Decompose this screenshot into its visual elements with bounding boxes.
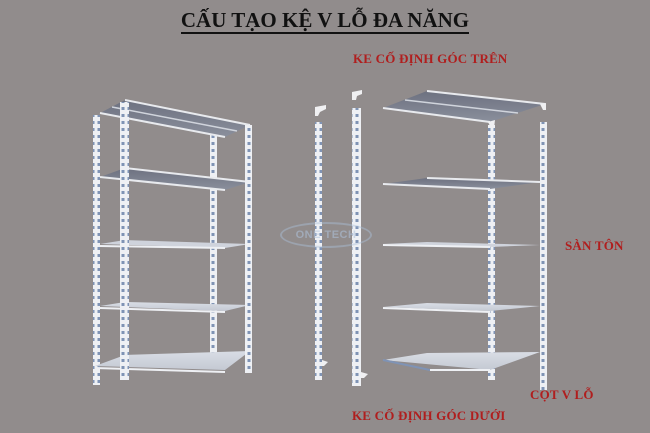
post-v-hole-1-icon xyxy=(315,122,322,380)
exploded-shelf xyxy=(382,90,547,390)
label-top-bracket: KE CỐ ĐỊNH GÓC TRÊN xyxy=(353,51,508,66)
bottom-bracket-1-icon xyxy=(322,360,328,366)
post-front-left-icon xyxy=(120,102,129,380)
exploded-post-rear-icon xyxy=(488,125,495,380)
exploded-post-front-icon xyxy=(540,122,547,390)
label-post: CỘT V LỖ xyxy=(530,387,594,402)
top-bracket-1-icon xyxy=(315,105,326,116)
post-front-right-icon xyxy=(245,125,252,373)
bottom-bracket-2-icon xyxy=(361,372,368,378)
watermark-logo: ONE TECH xyxy=(280,222,372,248)
post-rear-left-icon xyxy=(93,115,100,385)
exploded-posts xyxy=(315,90,368,386)
top-bracket-2-icon xyxy=(352,90,362,100)
back-post-right-icon xyxy=(210,130,217,368)
diagram-title: CẤU TẠO KỆ V LỖ ĐA NĂNG xyxy=(0,8,650,34)
label-bottom-bracket: KE CỐ ĐỊNH GÓC DƯỚI xyxy=(352,408,506,423)
post-v-hole-2-icon xyxy=(352,108,361,386)
diagram-title-text: CẤU TẠO KỆ V LỖ ĐA NĂNG xyxy=(180,8,470,34)
label-shelf-panel: SÀN TÔN xyxy=(565,238,624,253)
assembled-shelf xyxy=(93,99,252,385)
